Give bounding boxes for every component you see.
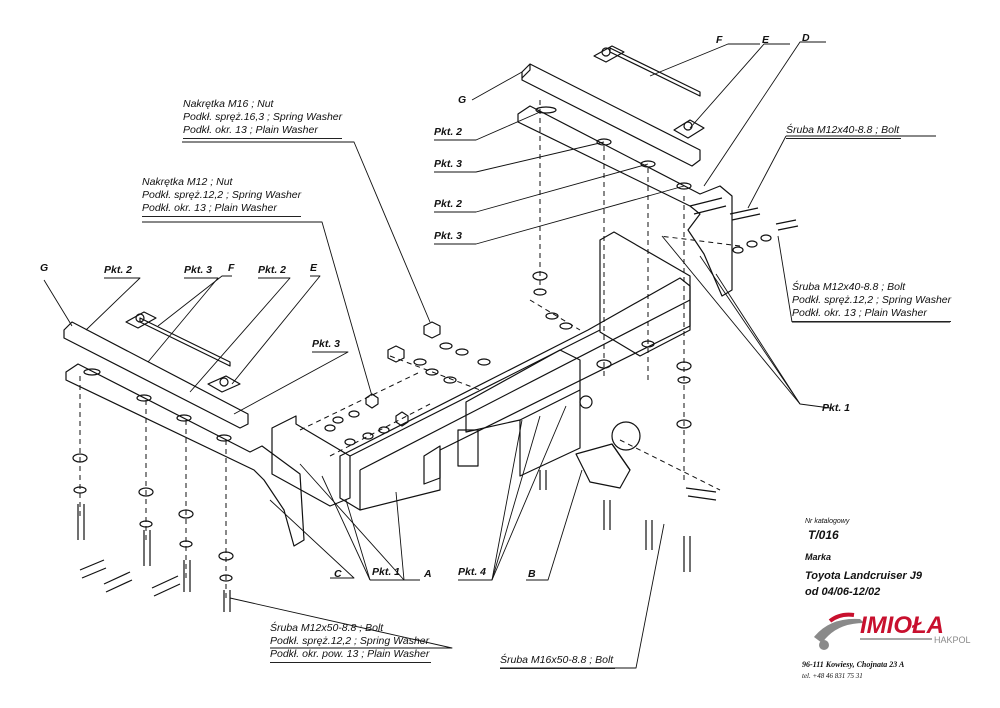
catalog-number: T/016 (808, 528, 839, 542)
part-letter-f: F (716, 34, 723, 46)
pkt4-label: Pkt. 4 (458, 566, 487, 578)
catalog-label: Nr katalogowy (805, 518, 850, 525)
brand-label: Marka (805, 552, 832, 562)
part-letter-d: D (802, 32, 810, 44)
part-letter-a: A (424, 568, 432, 580)
pkt3-label: Pkt. 3 (434, 158, 463, 170)
fasteners (72, 234, 772, 582)
vehicle-model: Toyota Landcruiser J9 (805, 570, 922, 582)
bolt-m12x40-top-annotation: Śruba M12x40-8.8 ; Bolt (786, 124, 902, 139)
bolt-m12x40-right-annotation: Śruba M12x40-8.8 ; Bolt Podkł. spręż.12,… (792, 281, 952, 322)
pkt2-label: Pkt. 2 (434, 126, 463, 138)
part-letter-c: C (334, 568, 342, 580)
pkt3-label: Pkt. 3 (312, 338, 341, 350)
company-address: 96-111 Kowiesy, Chojnata 23 A (802, 660, 905, 669)
date-range: od 04/06-12/02 (805, 586, 881, 598)
pkt3-label: Pkt. 3 (184, 264, 213, 276)
company-phone: tel. +48 46 831 75 31 (802, 672, 863, 680)
main-crossbar (271, 231, 691, 511)
pkt2-label: Pkt. 2 (434, 198, 463, 210)
part-letter-e: E (310, 262, 318, 274)
nut-m12-annotation: Nakrętka M12 ; Nut Podkł. spręż.12,2 ; S… (142, 176, 302, 217)
left-bracket-set (63, 311, 305, 547)
leader-lines (43, 41, 950, 669)
pkt2-label: Pkt. 2 (258, 264, 287, 276)
part-letter-g: G (458, 94, 467, 106)
imiola-logo: IMIOŁA HAKPOL (814, 612, 971, 650)
logo-sub: HAKPOL (934, 635, 971, 645)
part-letter-g: G (40, 262, 49, 274)
bolts (77, 197, 799, 612)
logo-wordmark: IMIOŁA (860, 612, 944, 639)
pkt3-label: Pkt. 3 (434, 230, 463, 242)
pkt1-label: Pkt. 1 (822, 402, 851, 414)
part-letter-f: F (228, 262, 235, 274)
pkt2-label: Pkt. 2 (104, 264, 133, 276)
tow-ball (575, 395, 641, 489)
part-letter-e: E (762, 34, 770, 46)
pkt1-label: Pkt. 1 (372, 566, 401, 578)
nut-m16-annotation: Nakrętka M16 ; Nut Podkł. spręż.16,3 ; S… (183, 98, 343, 139)
part-letter-b: B (528, 568, 536, 580)
bolt-m12x50-annotation: Śruba M12x50-8.8 ; Bolt Podkł. spręż.12,… (270, 622, 432, 663)
right-bracket-set (517, 45, 733, 297)
bolt-m16x50-annotation: Śruba M16x50-8.8 ; Bolt (500, 654, 616, 669)
